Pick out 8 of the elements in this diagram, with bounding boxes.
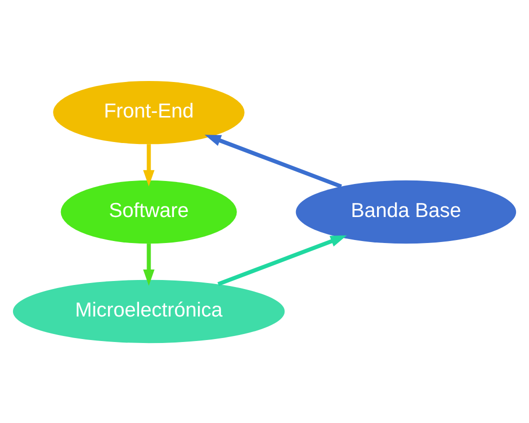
node-ellipse: Banda Base bbox=[296, 180, 516, 244]
arrow bbox=[143, 243, 154, 286]
arrow bbox=[143, 144, 154, 186]
arrow bbox=[204, 134, 342, 188]
node-ellipse: Front-End bbox=[53, 80, 244, 144]
arrow bbox=[217, 234, 347, 286]
node-ellipse: Software bbox=[60, 180, 237, 244]
node-ellipse: Microelectrónica bbox=[12, 279, 285, 343]
